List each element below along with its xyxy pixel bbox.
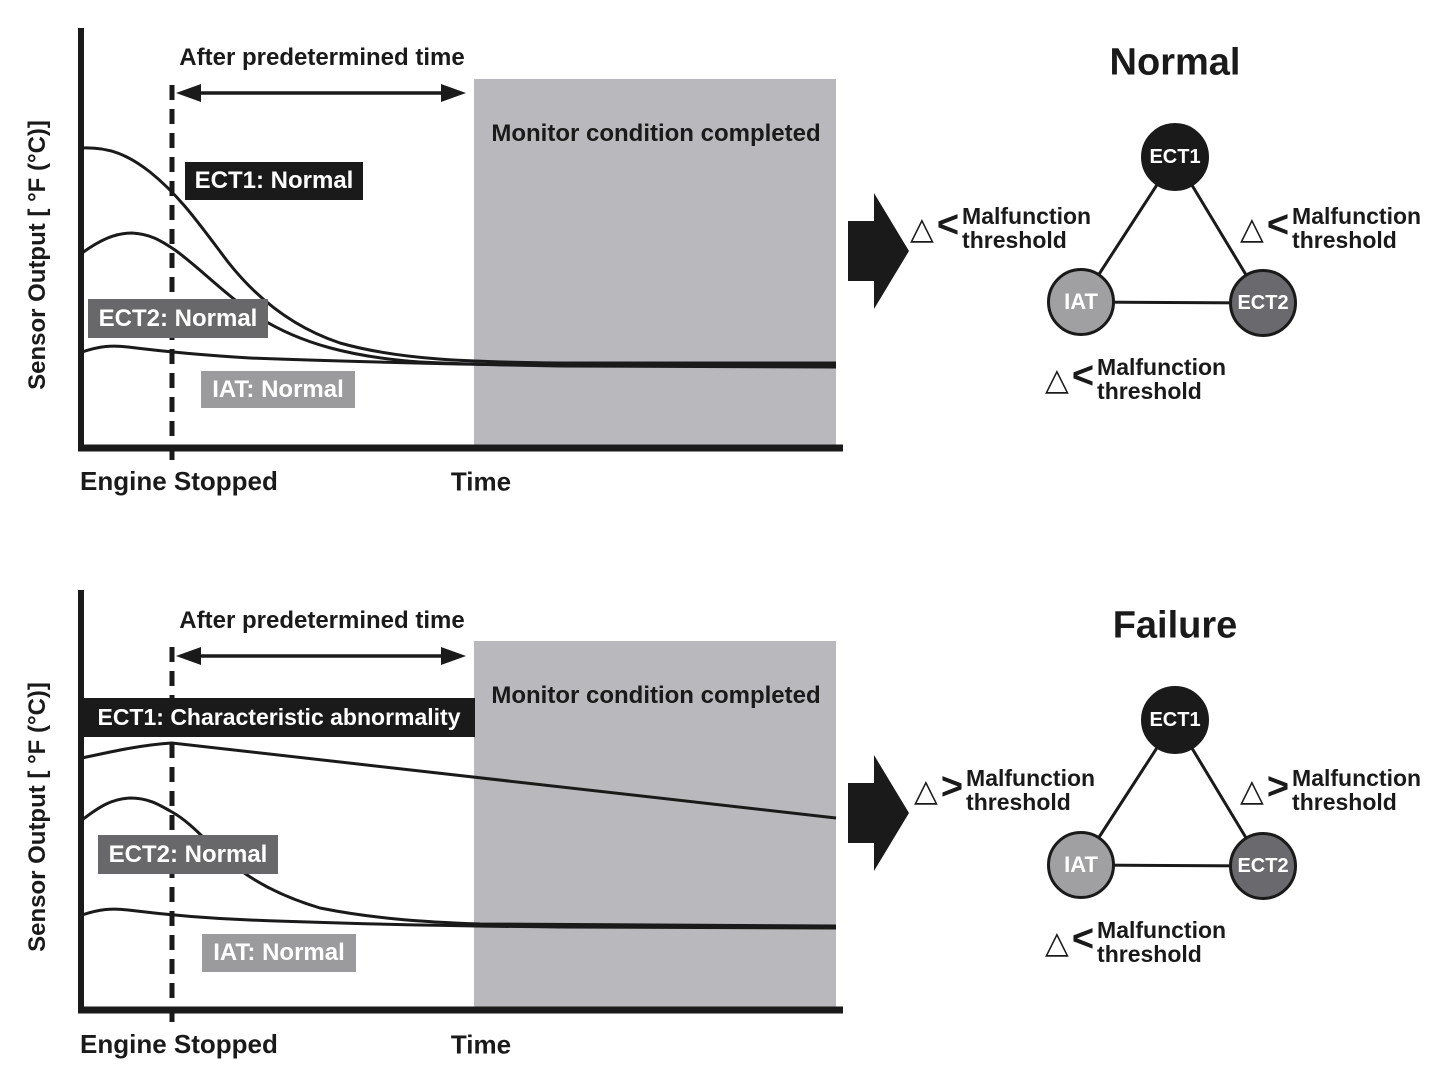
- threshold-line2: threshold: [1292, 789, 1397, 815]
- iat-series-label: IAT: Normal: [201, 371, 355, 408]
- threshold-line1: Malfunction: [1097, 354, 1227, 380]
- arrowhead-left-icon: [176, 84, 201, 102]
- threshold-label-right: △ < Malfunction threshold: [1240, 204, 1421, 252]
- threshold-text: Malfunction threshold: [1097, 918, 1226, 966]
- threshold-text: Malfunction threshold: [966, 766, 1095, 814]
- comparator-glyph: <: [1071, 355, 1095, 397]
- failure-chart-graphics: [78, 590, 843, 1023]
- result-arrow-icon: [848, 755, 909, 871]
- delta-triangle-icon: △: [910, 210, 934, 246]
- threshold-line2: threshold: [1097, 941, 1202, 967]
- threshold-line2: threshold: [1097, 378, 1202, 404]
- monitor-condition-label: Monitor condition completed: [491, 120, 821, 147]
- threshold-label-bottom: △ < Malfunction threshold: [1045, 918, 1226, 966]
- threshold-text: Malfunction threshold: [1097, 355, 1226, 403]
- comparator-glyph: >: [940, 766, 964, 808]
- arrowhead-right-icon: [441, 647, 466, 665]
- arrowhead-left-icon: [176, 647, 201, 665]
- ect1-series-label: ECT1: Normal: [185, 162, 363, 200]
- iat-curve: [81, 344, 837, 369]
- iat-series-label: IAT: Normal: [202, 934, 356, 972]
- node-iat: IAT: [1047, 831, 1115, 899]
- threshold-line2: threshold: [962, 227, 1067, 253]
- threshold-label-left: △ > Malfunction threshold: [914, 766, 1095, 814]
- delta-triangle-icon: △: [1240, 772, 1264, 808]
- comparator-glyph: <: [1266, 204, 1290, 246]
- ect1-series-label: ECT1: Characteristic abnormality: [83, 698, 475, 737]
- after-predetermined-time-label: After predetermined time: [179, 44, 465, 71]
- threshold-text: Malfunction threshold: [1292, 766, 1421, 814]
- diagram-title-failure: Failure: [1112, 604, 1238, 647]
- delta-triangle-icon: △: [1045, 924, 1069, 960]
- node-ect1: ECT1: [1141, 123, 1209, 191]
- threshold-text: Malfunction threshold: [962, 204, 1091, 252]
- threshold-label-bottom: △ < Malfunction threshold: [1045, 355, 1226, 403]
- comparator-glyph: <: [1071, 918, 1095, 960]
- monitor-condition-label: Monitor condition completed: [491, 682, 821, 709]
- comparator-glyph: >: [1266, 766, 1290, 808]
- y-axis-label: Sensor Output [ °F (°C)]: [24, 120, 51, 390]
- ect1-abnormal-curve: [81, 741, 837, 820]
- engine-stopped-label: Engine Stopped: [80, 1029, 278, 1059]
- iat-curve: [81, 907, 837, 930]
- threshold-line2: threshold: [966, 789, 1071, 815]
- delta-triangle-icon: △: [1240, 210, 1264, 246]
- node-ect2: ECT2: [1229, 832, 1297, 900]
- threshold-line1: Malfunction: [1292, 203, 1422, 229]
- result-arrow-icon: [848, 193, 909, 309]
- delta-triangle-icon: △: [1045, 361, 1069, 397]
- node-ect2: ECT2: [1229, 269, 1297, 337]
- threshold-line1: Malfunction: [966, 765, 1096, 791]
- threshold-line1: Malfunction: [1097, 917, 1227, 943]
- threshold-label-right: △ > Malfunction threshold: [1240, 766, 1421, 814]
- threshold-line1: Malfunction: [962, 203, 1092, 229]
- diagram-title-normal: Normal: [1109, 41, 1241, 84]
- comparator-glyph: <: [936, 204, 960, 246]
- node-ect1: ECT1: [1141, 686, 1209, 754]
- monitor-region: [474, 79, 836, 447]
- after-predetermined-time-label: After predetermined time: [179, 607, 465, 634]
- monitor-region: [474, 641, 836, 1009]
- normal-chart-graphics: [78, 28, 843, 461]
- ect1-curve: [81, 146, 836, 365]
- engine-stopped-label: Engine Stopped: [80, 466, 278, 496]
- y-axis-label: Sensor Output [ °F (°C)]: [24, 682, 51, 952]
- threshold-line1: Malfunction: [1292, 765, 1422, 791]
- threshold-text: Malfunction threshold: [1292, 204, 1421, 252]
- delta-triangle-icon: △: [914, 772, 938, 808]
- node-iat: IAT: [1047, 268, 1115, 336]
- threshold-label-left: △ < Malfunction threshold: [910, 204, 1091, 252]
- time-axis-label: Time: [450, 466, 512, 497]
- arrowhead-right-icon: [441, 84, 466, 102]
- ect2-series-label: ECT2: Normal: [88, 299, 268, 338]
- time-axis-label: Time: [450, 1029, 512, 1060]
- threshold-line2: threshold: [1292, 227, 1397, 253]
- ect2-series-label: ECT2: Normal: [98, 835, 278, 874]
